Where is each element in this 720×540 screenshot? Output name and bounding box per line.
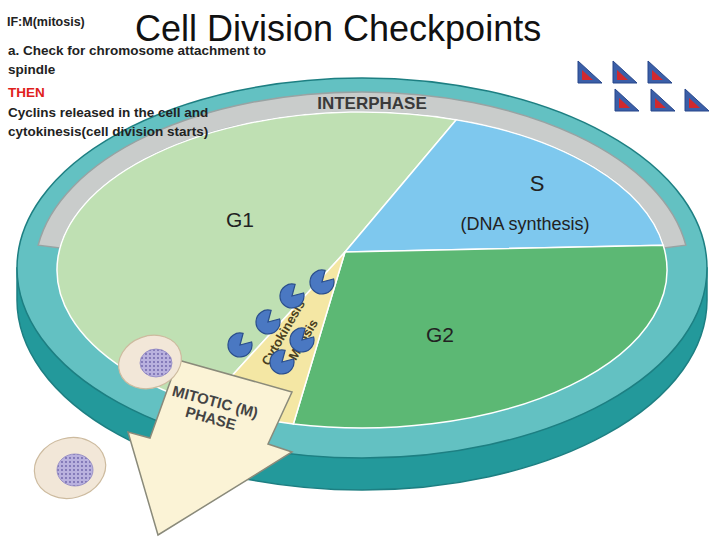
note-text: Cyclins released in the cell and cytokin… bbox=[8, 103, 268, 141]
checkpoint-icon bbox=[613, 61, 637, 83]
checkpoint-marker bbox=[270, 350, 294, 374]
phase-label: (DNA synthesis) bbox=[440, 214, 610, 235]
note-text: THEN bbox=[8, 83, 45, 102]
daughter-cell bbox=[111, 327, 189, 398]
node-outline bbox=[120, 350, 300, 540]
node-shape bbox=[293, 245, 667, 428]
phase-sector: G2 bbox=[50, 105, 675, 440]
checkpoint-marker bbox=[280, 284, 304, 308]
checkpoint-marker bbox=[290, 328, 314, 352]
node-shape bbox=[345, 120, 663, 252]
checkpoint-marker bbox=[256, 310, 280, 334]
note-text: a. Check for chromosome attachment to sp… bbox=[8, 41, 308, 79]
checkpoint-marker bbox=[228, 333, 252, 357]
phase-label: G1 bbox=[210, 208, 270, 232]
checkpoint-icon bbox=[615, 89, 639, 111]
daughter-cell bbox=[27, 430, 112, 507]
checkpoint-icon bbox=[651, 89, 675, 111]
phase-arrow: MITOTIC (M) PHASE bbox=[120, 350, 300, 540]
node-shape bbox=[128, 360, 292, 535]
checkpoint-icon bbox=[685, 89, 709, 111]
phase-label: S bbox=[517, 171, 557, 196]
node-outline bbox=[50, 105, 675, 440]
node-outline bbox=[50, 105, 675, 440]
checkpoint-marker bbox=[310, 270, 334, 294]
checkpoint-icon bbox=[648, 61, 672, 83]
checkpoint-icon bbox=[578, 61, 602, 83]
phase-label: G2 bbox=[410, 323, 470, 347]
phase-sector: CytokinesisMitosis bbox=[50, 105, 675, 440]
note-text: IF:M(mitosis) bbox=[7, 14, 85, 30]
phase-label: INTERPHASE bbox=[272, 94, 472, 114]
